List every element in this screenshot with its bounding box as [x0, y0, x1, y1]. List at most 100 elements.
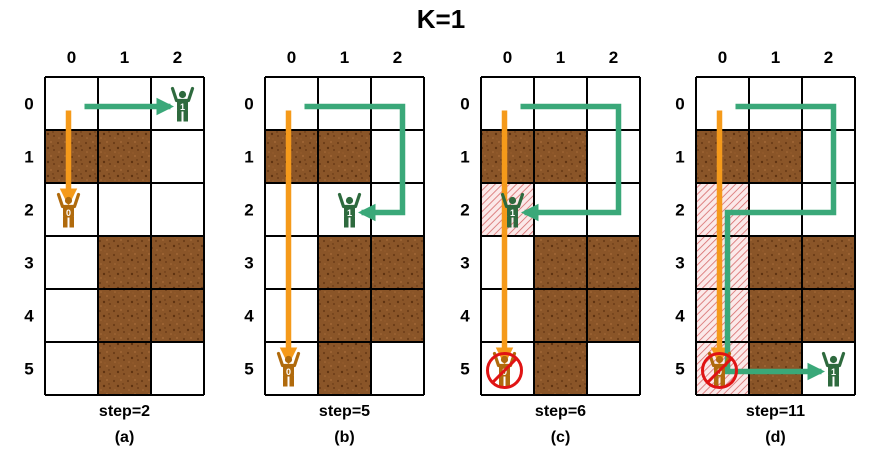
obstacle-cell [98, 130, 151, 183]
agent-leg-left [499, 375, 504, 387]
agent-leg-right [505, 375, 510, 387]
column-header-0: 0 [67, 48, 76, 67]
agent-head [500, 355, 509, 364]
agent-leg-left [507, 216, 512, 228]
obstacle-cell [802, 236, 855, 289]
column-header-0: 0 [503, 48, 512, 67]
agent-0-person-arms-raised-icon: 0 [276, 351, 301, 387]
obstacle-cell [587, 236, 640, 289]
agent-id-label: 1 [510, 208, 515, 218]
path-arrow-agent-1 [724, 103, 837, 381]
agent-leg-left [714, 375, 719, 387]
row-header-3: 3 [460, 254, 469, 273]
obstacle-cell [587, 289, 640, 342]
obstacle-cell [534, 130, 587, 183]
row-header-4: 4 [244, 307, 254, 326]
obstacle-cell [318, 130, 371, 183]
obstacle-cell [151, 236, 204, 289]
agent-torso [177, 99, 188, 112]
panel-label: (a) [115, 429, 135, 446]
agent-id-label: 1 [831, 367, 836, 377]
agent-leg-left [177, 110, 182, 122]
obstacle-cell [534, 236, 587, 289]
agent-1-person-arms-raised-icon: 1 [500, 192, 525, 228]
prohibited-slash [491, 357, 518, 384]
row-header-4: 4 [24, 307, 34, 326]
row-header-2: 2 [675, 201, 684, 220]
agent-0-person-arms-raised-icon: 0 [486, 351, 523, 389]
row-header-0: 0 [460, 95, 469, 114]
agent-0-person-arms-raised-icon: 0 [56, 192, 81, 228]
obstacle-cell [749, 236, 802, 289]
column-header-1: 1 [340, 48, 349, 67]
agent-head [284, 355, 293, 364]
row-header-5: 5 [24, 360, 33, 379]
column-header-0: 0 [287, 48, 296, 67]
row-header-4: 4 [675, 307, 685, 326]
obstacle-cell [265, 130, 318, 183]
row-header-3: 3 [24, 254, 33, 273]
agent-leg-left [283, 375, 288, 387]
agent-1-person-arms-raised-icon: 1 [337, 192, 362, 228]
column-header-1: 1 [771, 48, 780, 67]
obstacle-cell [318, 342, 371, 395]
agent-leg-left [828, 375, 833, 387]
agent-leg-right [350, 216, 355, 228]
row-header-1: 1 [675, 148, 684, 167]
row-header-2: 2 [24, 201, 33, 220]
path-arrow-agent-1 [304, 103, 406, 222]
agent-head [715, 355, 724, 364]
path-arrow-agent-1 [520, 103, 622, 222]
agent-torso [507, 205, 518, 218]
obstacle-cell [481, 130, 534, 183]
row-header-1: 1 [24, 148, 33, 167]
row-header-5: 5 [244, 360, 253, 379]
obstacle-cell [318, 289, 371, 342]
agent-leg-right [183, 110, 188, 122]
obstacle-cell [98, 289, 151, 342]
column-header-0: 0 [718, 48, 727, 67]
agent-leg-right [69, 216, 74, 228]
agent-id-label: 1 [180, 102, 185, 112]
obstacle-cell [534, 289, 587, 342]
row-header-3: 3 [675, 254, 684, 273]
row-header-4: 4 [460, 307, 470, 326]
column-header-1: 1 [120, 48, 129, 67]
obstacle-cell [696, 130, 749, 183]
agent-id-label: 0 [286, 367, 291, 377]
row-header-5: 5 [675, 360, 684, 379]
obstacle-cell [151, 289, 204, 342]
obstacle-cell [749, 289, 802, 342]
agent-leg-right [289, 375, 294, 387]
obstacle-cell [749, 342, 802, 395]
agent-leg-right [513, 216, 518, 228]
agent-head [345, 196, 354, 205]
obstacle-cell [534, 342, 587, 395]
prohibited-sign-icon [486, 352, 523, 389]
obstacle-cell [98, 236, 151, 289]
obstacle-cell [98, 342, 151, 395]
row-header-2: 2 [460, 201, 469, 220]
column-header-2: 2 [393, 48, 402, 67]
agent-id-label: 1 [347, 208, 352, 218]
obstacle-cell [371, 236, 424, 289]
row-header-5: 5 [460, 360, 469, 379]
obstacle-cell [371, 289, 424, 342]
agent-head [178, 90, 187, 99]
prohibited-ring [701, 352, 738, 389]
row-header-1: 1 [244, 148, 253, 167]
row-header-0: 0 [24, 95, 33, 114]
column-header-2: 2 [824, 48, 833, 67]
agent-torso [283, 364, 294, 377]
prohibited-sign-icon [701, 352, 738, 389]
agent-torso [63, 205, 74, 218]
obstacle-cell [749, 130, 802, 183]
agent-leg-right [720, 375, 725, 387]
agent-head [508, 196, 517, 205]
panel-label: (c) [551, 429, 571, 446]
row-header-0: 0 [244, 95, 253, 114]
